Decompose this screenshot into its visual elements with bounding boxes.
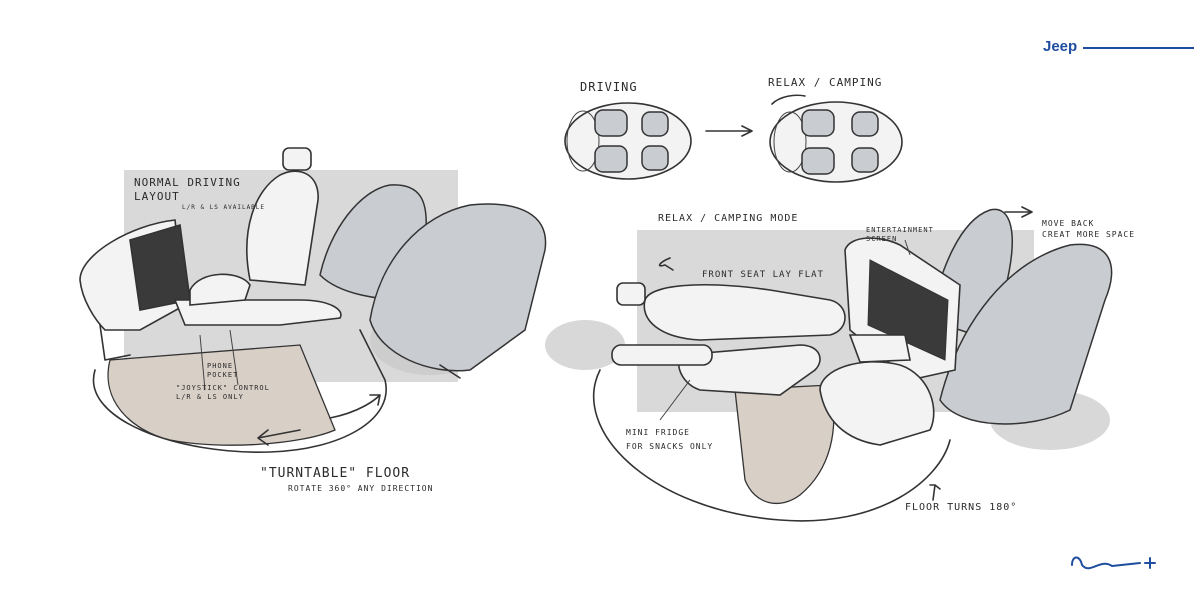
label-joystick-control: "JOYSTICK" CONTROL L/R & LS ONLY: [176, 384, 270, 401]
label-phone-pocket: PHONE POCKET: [207, 362, 239, 379]
signature-icon: [1071, 556, 1156, 570]
label-mini-fridge: MINI FRIDGE FOR SNACKS ONLY: [626, 428, 714, 451]
label-move-back: MOVE BACK CREAT MORE SPACE: [1042, 219, 1136, 239]
brand-logo: Jeep: [1043, 38, 1078, 55]
rotate-arrow-left: [257, 429, 301, 446]
label-normal-sub: L/R & LS AVAILABLE: [182, 204, 266, 211]
label-floor-turns: FLOOR TURNS 180°: [905, 502, 1018, 513]
label-turntable-sub: ROTATE 360° ANY DIRECTION: [288, 484, 434, 493]
brand-underline: [1083, 47, 1194, 49]
label-driving: DRIVING: [580, 80, 638, 94]
driving-layout-diagram: [564, 102, 692, 180]
relax-layout-diagram: [769, 94, 903, 183]
direction-arrow: [705, 125, 753, 137]
label-turntable-floor: "TURNTABLE" FLOOR: [260, 466, 411, 481]
label-relax-camping-top: RELAX / CAMPING: [768, 76, 883, 89]
move-back-arrow: [1004, 206, 1033, 218]
rotate-arrow-right: [329, 394, 381, 419]
left-interior-sketch: [79, 147, 547, 453]
label-entertainment-screen: ENTERTAINMENT SCREEN: [866, 226, 934, 243]
right-interior-sketch: [545, 206, 1113, 522]
label-relax-camping-mode: RELAX / CAMPING MODE: [658, 213, 799, 224]
label-front-seat-lay-flat: FRONT SEAT LAY FLAT: [702, 270, 824, 280]
label-normal-driving-layout: NORMAL DRIVING LAYOUT: [134, 176, 241, 203]
